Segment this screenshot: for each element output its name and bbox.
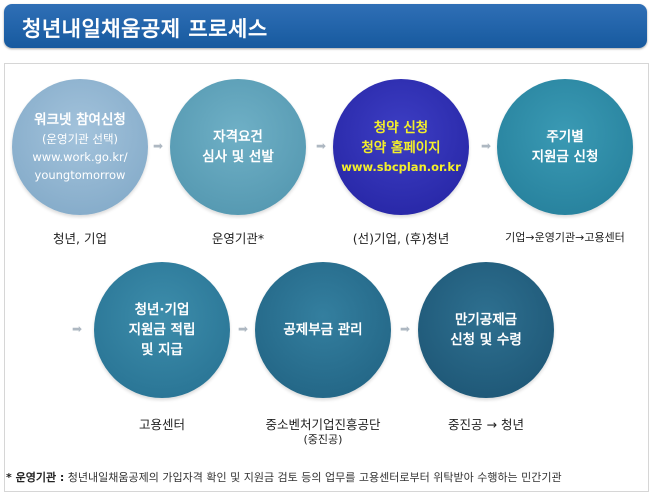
step-7-caption: 중진공 → 청년: [448, 417, 524, 432]
header-bar: 청년내일채움공제 프로세스: [4, 4, 647, 48]
step-5-caption: 고용센터: [138, 417, 185, 432]
step-7-line-1: 만기공제금: [454, 312, 518, 328]
step-2-line-2: 심사 및 선발: [202, 149, 274, 165]
footnote-text: 청년내일채움공제의 가입자격 확인 및 지원금 검토 등의 업무를 고용센터로부…: [67, 471, 562, 484]
step-7-circle: 만기공제금 신청 및 수령: [418, 262, 554, 398]
step-7-line-2: 신청 및 수령: [450, 332, 522, 348]
step-1-line-2: (운영기관 선택): [41, 132, 119, 146]
step-2-caption: 운영기관*: [211, 231, 265, 246]
step-3-caption: (선)기업, (후)청년: [352, 231, 450, 246]
step-5-line-1: 청년·기업: [134, 302, 190, 318]
step-3-line-1: 청약 신청: [373, 120, 429, 136]
footnote-label: * 운영기관 :: [6, 471, 65, 484]
step-1-circle: 워크넷 참여신청 (운영기관 선택) www.work.go.kr/ young…: [12, 79, 148, 215]
step-4-caption: 기업→운영기관→고용센터: [505, 231, 625, 244]
footnote: * 운영기관 : 청년내일채움공제의 가입자격 확인 및 지원금 검토 등의 업…: [6, 469, 562, 485]
step-4-line-2: 지원금 신청: [531, 149, 599, 165]
arrow-icon: ➡: [400, 322, 411, 336]
arrow-icon: ➡: [316, 139, 327, 153]
arrow-icon: ➡: [481, 139, 492, 153]
arrow-icon: ➡: [72, 322, 83, 336]
step-6-caption-sub: (중진공): [303, 433, 343, 446]
page-title: 청년내일채움공제 프로세스: [22, 17, 268, 41]
step-4-line-1: 주기별: [546, 129, 584, 145]
step-1-line-4: youngtomorrow: [34, 168, 126, 182]
step-1-caption: 청년, 기업: [53, 231, 107, 246]
step-6-caption: 중소벤처기업진흥공단: [265, 417, 381, 432]
step-2-line-1: 자격요건: [213, 129, 263, 145]
step-4-circle: 주기별 지원금 신청: [497, 79, 633, 215]
step-5-line-2: 지원금 적립: [128, 322, 196, 338]
step-5-circle: 청년·기업 지원금 적립 및 지급: [94, 262, 230, 398]
arrow-icon: ➡: [238, 322, 249, 336]
step-3-line-3: www.sbcplan.or.kr: [341, 160, 461, 174]
step-1-line-1: 워크넷 참여신청: [34, 112, 126, 128]
step-1-line-3: www.work.go.kr/: [32, 150, 128, 164]
step-3-line-2: 청약 홈페이지: [361, 140, 441, 156]
step-5-line-3: 및 지급: [141, 342, 183, 358]
step-2-circle: 자격요건 심사 및 선발: [170, 79, 306, 215]
step-6-line-1: 공제부금 관리: [283, 322, 363, 338]
step-3-circle: 청약 신청 청약 홈페이지 www.sbcplan.or.kr: [333, 79, 469, 215]
arrow-icon: ➡: [153, 139, 164, 153]
step-6-circle: 공제부금 관리: [255, 262, 391, 398]
